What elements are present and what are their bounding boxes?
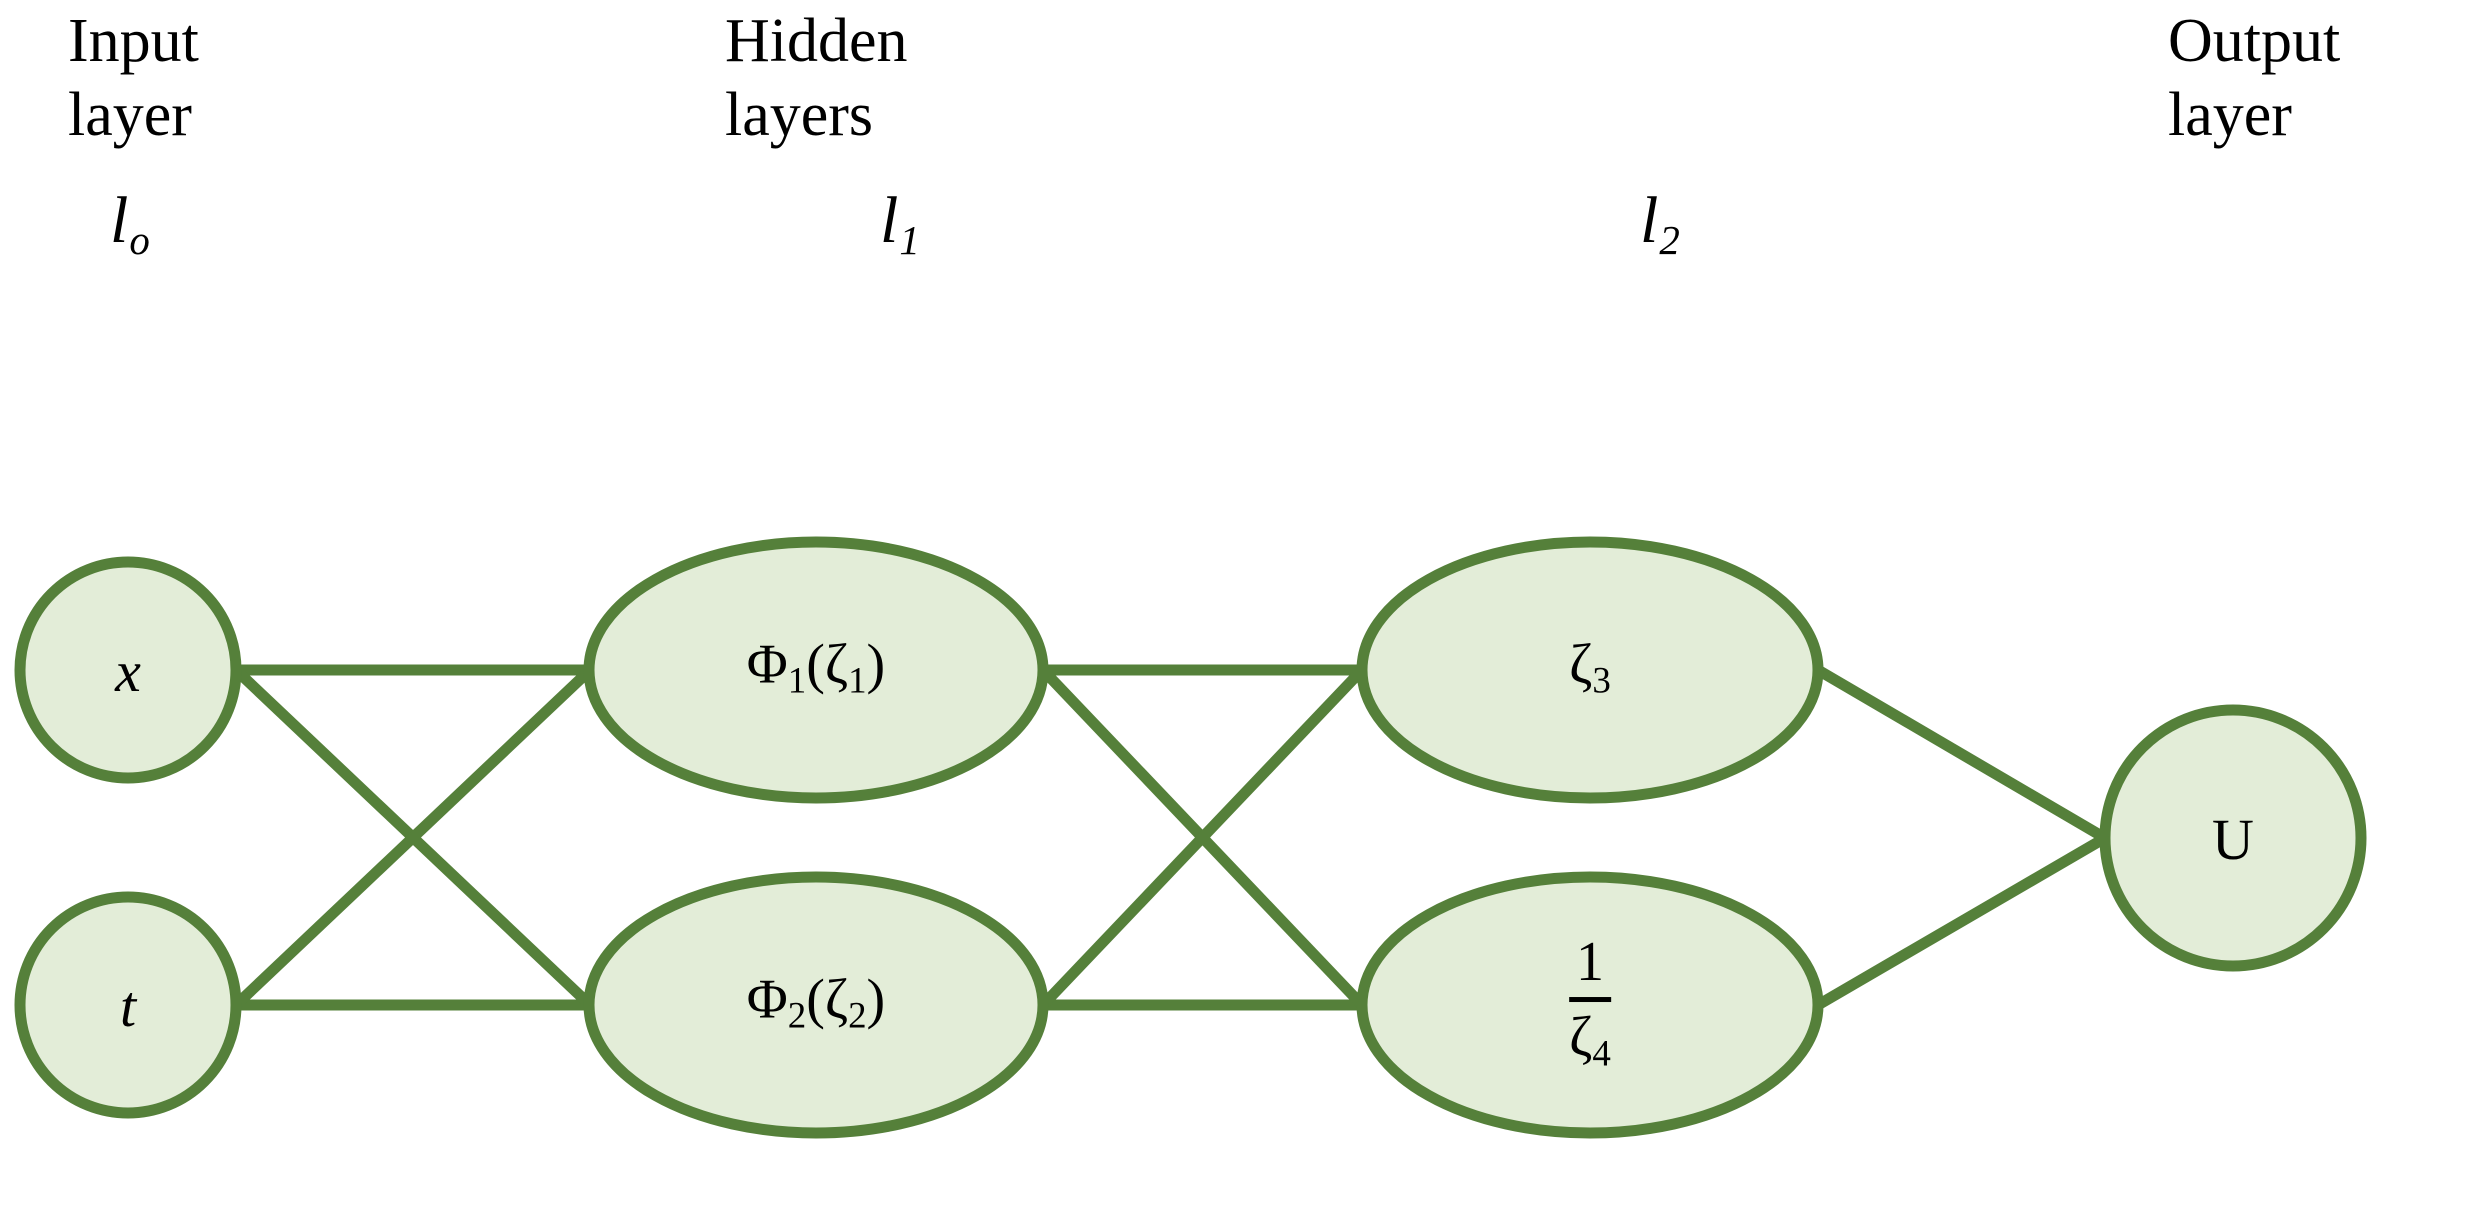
- node-shape-zeta3[interactable]: [1356, 536, 1824, 804]
- heading-output-layer: Output layer: [2168, 7, 2341, 149]
- edge-t-to-phi1: [232, 666, 594, 1009]
- layer-symbol-l0-base: l: [110, 184, 129, 257]
- edge-phi2-to-zeta3: [1039, 666, 1366, 1009]
- zeta4-subscript: 4: [1592, 1032, 1611, 1074]
- heading-input-layer: Input layer: [68, 7, 199, 149]
- phi1-subscript: 1: [787, 659, 807, 701]
- phi2-arg-open: (ζ: [806, 968, 849, 1031]
- node-shape-U[interactable]: [2099, 704, 2367, 972]
- heading-hidden-layers: Hidden layers: [725, 7, 908, 149]
- phi2-subscript: 2: [787, 994, 807, 1036]
- phi1-arg-open: (ζ: [806, 633, 849, 696]
- fraction-numerator: 1: [1575, 931, 1604, 994]
- zeta3-base: ζ: [1569, 633, 1593, 696]
- node-shape-zeta4[interactable]: [1356, 871, 1824, 1139]
- edge-group: [232, 664, 2108, 1011]
- zeta4-base: ζ: [1569, 1005, 1593, 1068]
- layer-symbol-l2-subscript: 2: [1659, 218, 1680, 264]
- node-label-zeta3: ζ3: [1569, 636, 1611, 699]
- node-label-t: t: [119, 974, 137, 1039]
- layer-symbol-l2-base: l: [1640, 184, 1659, 257]
- edge-zeta3-to-U: [1815, 665, 2108, 843]
- node-group: [14, 536, 2367, 1139]
- node-shape-t[interactable]: [14, 891, 242, 1119]
- edge-zeta4-to-U: [1815, 833, 2108, 1010]
- node-shape-phi1[interactable]: [583, 536, 1049, 804]
- node-label-phi1: Φ1(ζ1): [747, 636, 885, 699]
- phi2-arg-close: ): [866, 968, 886, 1031]
- phi1-arg-close: ): [866, 633, 886, 696]
- phi1-arg-subscript: 1: [848, 659, 867, 701]
- phi2-base: Φ: [746, 968, 788, 1031]
- node-label-zeta4-fraction: 1 ζ4: [1563, 933, 1617, 1073]
- layer-symbol-l1-subscript: 1: [899, 218, 920, 264]
- node-label-U: U: [2212, 807, 2254, 872]
- layer-symbol-l0-subscript: o: [129, 218, 150, 264]
- node-label-phi2: Φ2(ζ2): [747, 971, 885, 1034]
- layer-symbol-l2: l2: [1640, 188, 1680, 262]
- fraction-denominator: ζ4: [1563, 1005, 1617, 1074]
- phi1-base: Φ: [746, 633, 788, 696]
- fraction-bar: [1569, 996, 1611, 1002]
- node-shape-x[interactable]: [14, 556, 242, 784]
- layer-symbol-l0: lo: [110, 188, 150, 262]
- fraction: 1 ζ4: [1563, 933, 1617, 1073]
- node-label-x: x: [115, 639, 141, 704]
- layer-symbol-l1: l1: [880, 188, 920, 262]
- layer-symbol-l1-base: l: [880, 184, 899, 257]
- zeta3-subscript: 3: [1592, 659, 1611, 701]
- node-shape-phi2[interactable]: [583, 871, 1049, 1139]
- phi2-arg-subscript: 2: [848, 994, 867, 1036]
